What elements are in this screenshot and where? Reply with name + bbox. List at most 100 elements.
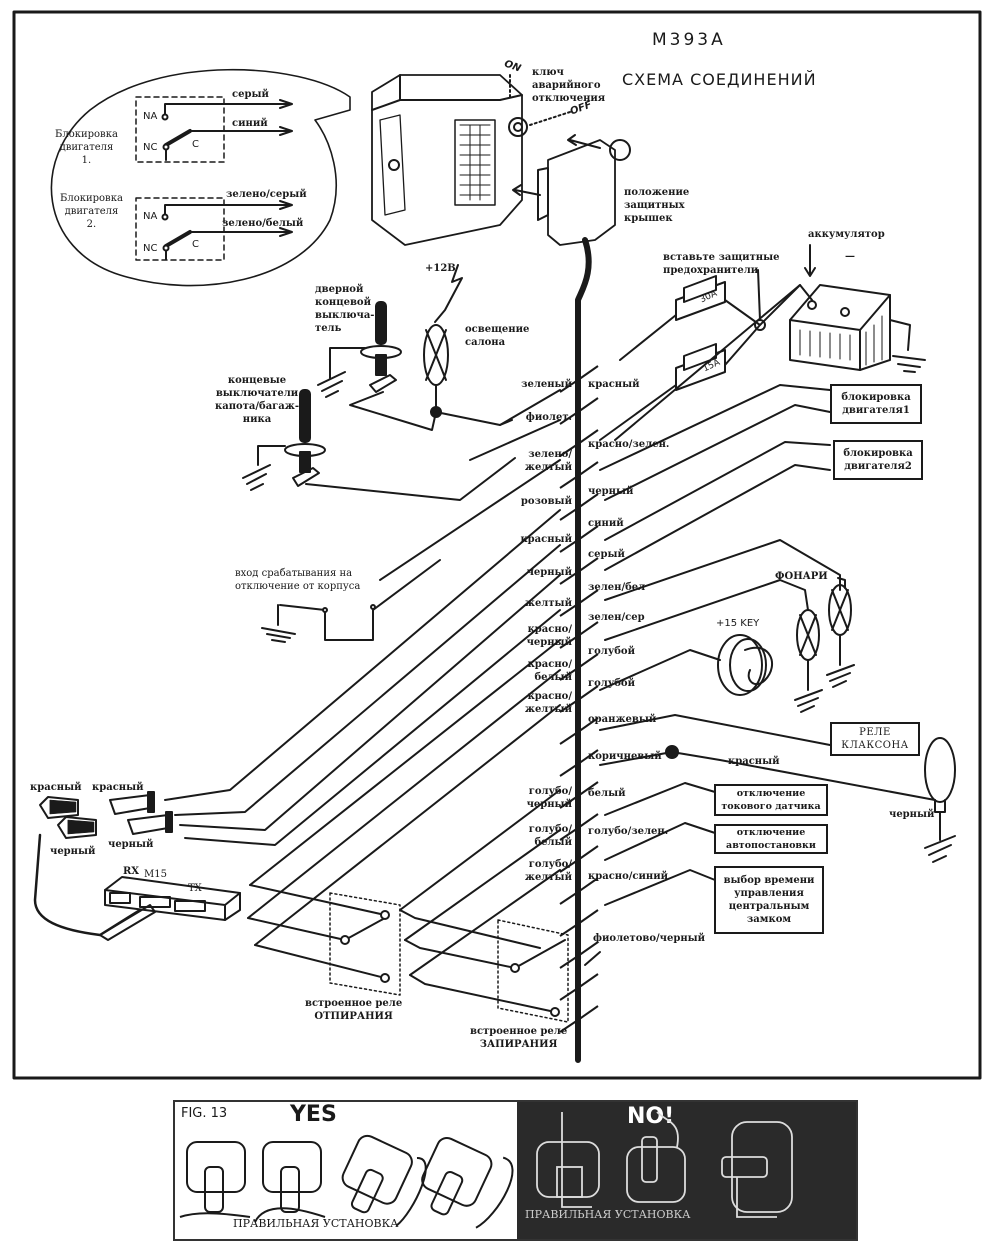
terminal-icon: [322, 607, 328, 613]
harness-branch-stub: [577, 525, 599, 541]
relay1-box: [135, 96, 225, 163]
fuses-label: вставьте защитные предохранители: [663, 252, 780, 276]
wire-blue-black: [399, 789, 561, 911]
lights-label: ФОНАРИ: [775, 571, 828, 582]
wire-black: [179, 574, 561, 831]
wire-color-label-right: голубо/зелен.: [588, 826, 669, 837]
fuse-30a-icon: [675, 275, 726, 321]
relay1-switch: [164, 129, 192, 147]
ground-icon: [261, 604, 296, 643]
autoarm-box: отключение автопостановки: [714, 824, 828, 854]
wire-violet-black: [584, 951, 601, 966]
relay2-box: [135, 197, 225, 261]
antenna-plug: [99, 904, 156, 941]
lock-relay-label: встроенное реле ЗАПИРАНИЯ: [470, 1026, 568, 1050]
connector-black-label-2: черный: [108, 839, 154, 850]
hood-switch-icon: [284, 389, 326, 487]
harness-branch-stub: [577, 909, 599, 925]
harness-branch-stub: [559, 635, 579, 649]
battery-icon: [789, 284, 891, 371]
wire-ignition: [599, 649, 721, 691]
harness-branch-stub: [577, 845, 599, 861]
incorrect-installation-drawings: [536, 1111, 793, 1218]
protective-cover-icon: [537, 139, 631, 246]
hood-switch-ground-wire: [257, 445, 286, 466]
harness-branch-stub: [577, 877, 599, 893]
interior-light-wire: [435, 384, 513, 426]
wire-color-label-right: фиолетово/черный: [593, 933, 706, 944]
unlock-relay-wire-3: [254, 944, 386, 979]
harness-branch-stub: [577, 973, 599, 989]
emergency-key-label: ключ аварийного отключения: [532, 67, 606, 104]
wire-red-white: [247, 669, 561, 919]
relay2-wire-green-white: зелено/белый: [222, 218, 304, 229]
module-rx-label: RX: [123, 866, 140, 877]
harness-branch-stub: [559, 1019, 579, 1033]
siren-unit-icon: [421, 1137, 514, 1229]
fuse-15a-icon: [675, 343, 726, 391]
harness-branch-stub: [559, 539, 579, 553]
arrow-icon: [804, 244, 816, 277]
horn-relay-box: РЕЛЕ КЛАКСОНА: [830, 722, 920, 756]
interior-light-cross: [425, 329, 447, 381]
harness-branch-stub: [559, 987, 579, 1001]
harness-branch-stub: [577, 365, 599, 381]
wire-color-label-left: желтый: [524, 598, 572, 609]
relay2-c-label: C: [192, 239, 199, 250]
harness-branch-stub: [559, 411, 579, 425]
harness-branch-stub: [577, 493, 599, 509]
harness-branch-stub: [577, 1005, 599, 1021]
wire-color-label-left: красный: [520, 534, 572, 545]
relay2-nc-terminal: [162, 244, 170, 252]
no-label: NO!: [627, 1104, 675, 1129]
wire-color-label-right: зелен/бел: [588, 582, 646, 593]
fuse-wire: [599, 284, 801, 441]
connector-red-label-2: красный: [92, 782, 144, 793]
arrow-icon: [567, 134, 601, 149]
siren-unit-icon: [179, 1141, 251, 1218]
wire-color-label-right: голубой: [588, 678, 636, 689]
ignition-key-icon: [717, 634, 774, 696]
relay2-switch: [164, 230, 192, 248]
harness-branch-stub: [577, 557, 599, 573]
harness-branch-stub: [577, 397, 599, 413]
lamp-cross: [831, 589, 849, 631]
module-tx-label: TX: [188, 883, 202, 894]
wire-color-label-left: зеленый: [521, 379, 572, 390]
alarm-unit-icon: [371, 74, 523, 246]
harness-branch-stub: [559, 571, 579, 585]
relay-inset-bubble: [50, 68, 351, 287]
horn-wire-red-label: красный: [728, 756, 780, 767]
unlock-relay-wire-2: [247, 917, 386, 941]
current-sensor-box: отключение токового датчика: [714, 784, 828, 816]
connector-black-icon: [57, 816, 97, 839]
relay-terminal: [340, 935, 350, 945]
wire-horn-relay: [599, 714, 831, 746]
harness-branch-stub: [577, 461, 599, 477]
figure-13: FIG. 13 YES ПРАВИЛЬНАЯ УСТАНОВКА NO! ПРА…: [173, 1100, 858, 1241]
lock-relay-box: [497, 919, 569, 1023]
wire-lights-1: [604, 539, 841, 601]
wire-color-label-left: зелено/ желтый: [524, 449, 572, 473]
wire-green-yellow: [379, 459, 561, 581]
relay2-nc-label: NC: [143, 243, 158, 254]
connector-red-2-icon: [109, 791, 155, 815]
wire-engine-block1-b: [604, 404, 831, 501]
wire-color-label-right: голубой: [588, 646, 636, 657]
battery-ground-wire: [889, 319, 911, 351]
wire-red: [174, 544, 561, 816]
battery-label: аккумулятор: [808, 229, 885, 240]
correct-installation-panel: FIG. 13 YES ПРАВИЛЬНАЯ УСТАНОВКА: [175, 1102, 517, 1239]
harness-branch-stub: [577, 621, 599, 637]
horn-icon: [924, 737, 956, 863]
figure-label: FIG. 13: [181, 1106, 228, 1121]
wire-color-label-left: голубо/ белый: [528, 824, 572, 848]
central-lock-box: выбор времени управления центральным зам…: [714, 866, 824, 934]
harness-branch-stub: [559, 699, 579, 713]
covers-position-label: положение защитных крышек: [624, 187, 690, 224]
wire-color-label-right: красный: [588, 379, 640, 390]
siren-unit-icon: [254, 1141, 326, 1223]
wire-green: [499, 389, 561, 426]
harness-branch-stub: [559, 827, 579, 841]
